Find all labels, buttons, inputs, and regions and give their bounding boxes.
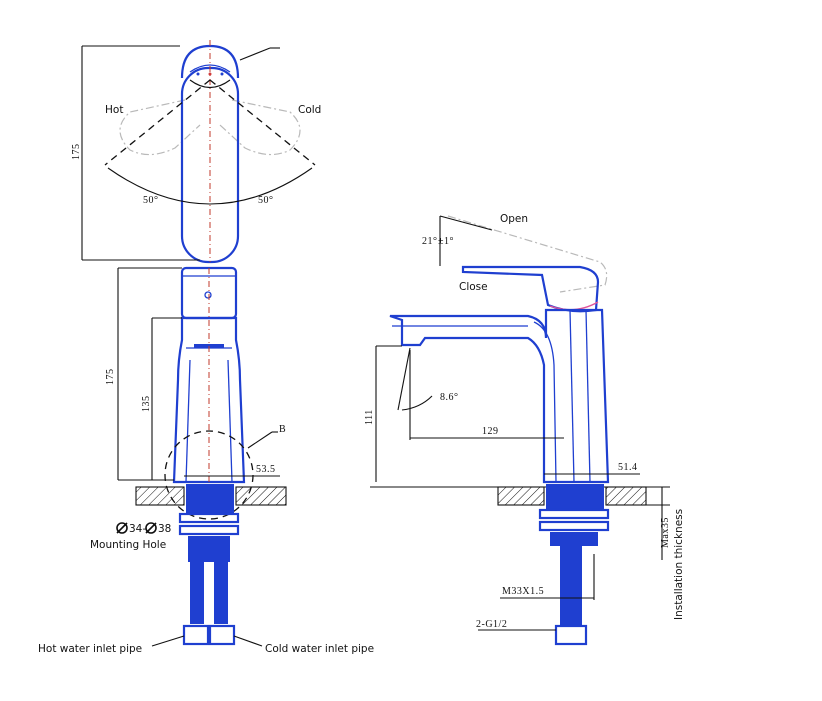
svg-text:38: 38 [158,523,171,535]
side-counter-left [497,486,545,506]
cold-label: Cold [298,104,321,116]
thread-label: M33X1.5 [502,586,544,597]
hot-pipe-label: Hot water inlet pipe [38,643,142,655]
detail-b-circle [164,430,254,520]
svg-text:34-: 34- [129,523,146,535]
open-ghost-handle [447,215,608,293]
tilt-tolerance-label: ±1° [438,236,454,247]
install-max-label: Max35 [660,517,671,548]
mounting-hole-label: Mounting Hole [90,539,166,551]
top-height-label: 175 [71,144,82,161]
mounting-hole-dim: 34- 38 [116,522,171,535]
open-label: Open [500,213,528,225]
side-view: Open Close 21° ±1° 111 8.6° 129 51.4 M33… [364,213,685,646]
tilt-angle-label: 21° [422,236,438,247]
cold-inlet-nut [208,624,236,646]
hot-label: Hot [105,104,123,116]
spout-reach-label: 129 [482,426,499,437]
spout-height-label: 111 [364,409,375,425]
hot-rotation-line [104,79,211,166]
front-base-width-label: 53.5 [256,464,276,475]
front-view: B 175 135 53.5 34- 38 Mounting Hol [38,266,374,655]
angle-left-label: 50° [143,195,159,206]
cold-ghost-handle [219,99,301,156]
install-thickness-label: Installation thickness [673,509,685,620]
front-spout-height-label: 135 [141,396,152,413]
rotation-arc [107,167,313,205]
close-label: Close [459,281,488,293]
side-counter-right [605,486,647,506]
inlet-thread-label: 2-G1/2 [476,619,507,630]
side-body [389,308,610,484]
hot-ghost-handle [119,99,201,156]
cold-rotation-line [209,79,316,166]
detail-b-label: B [279,424,286,435]
angle-right-label: 50° [258,195,274,206]
front-body [172,316,246,484]
front-height-label: 175 [105,369,116,386]
hot-inlet-nut [182,624,210,646]
cold-pipe-label: Cold water inlet pipe [265,643,374,655]
front-counter-right [235,486,287,506]
spout-angle-label: 8.6° [440,392,459,403]
side-base-width-label: 51.4 [618,462,638,473]
top-view: Hot Cold 50° 50° 175 [71,40,321,264]
side-inlet-nut [554,624,588,646]
front-counter-left [135,486,185,506]
